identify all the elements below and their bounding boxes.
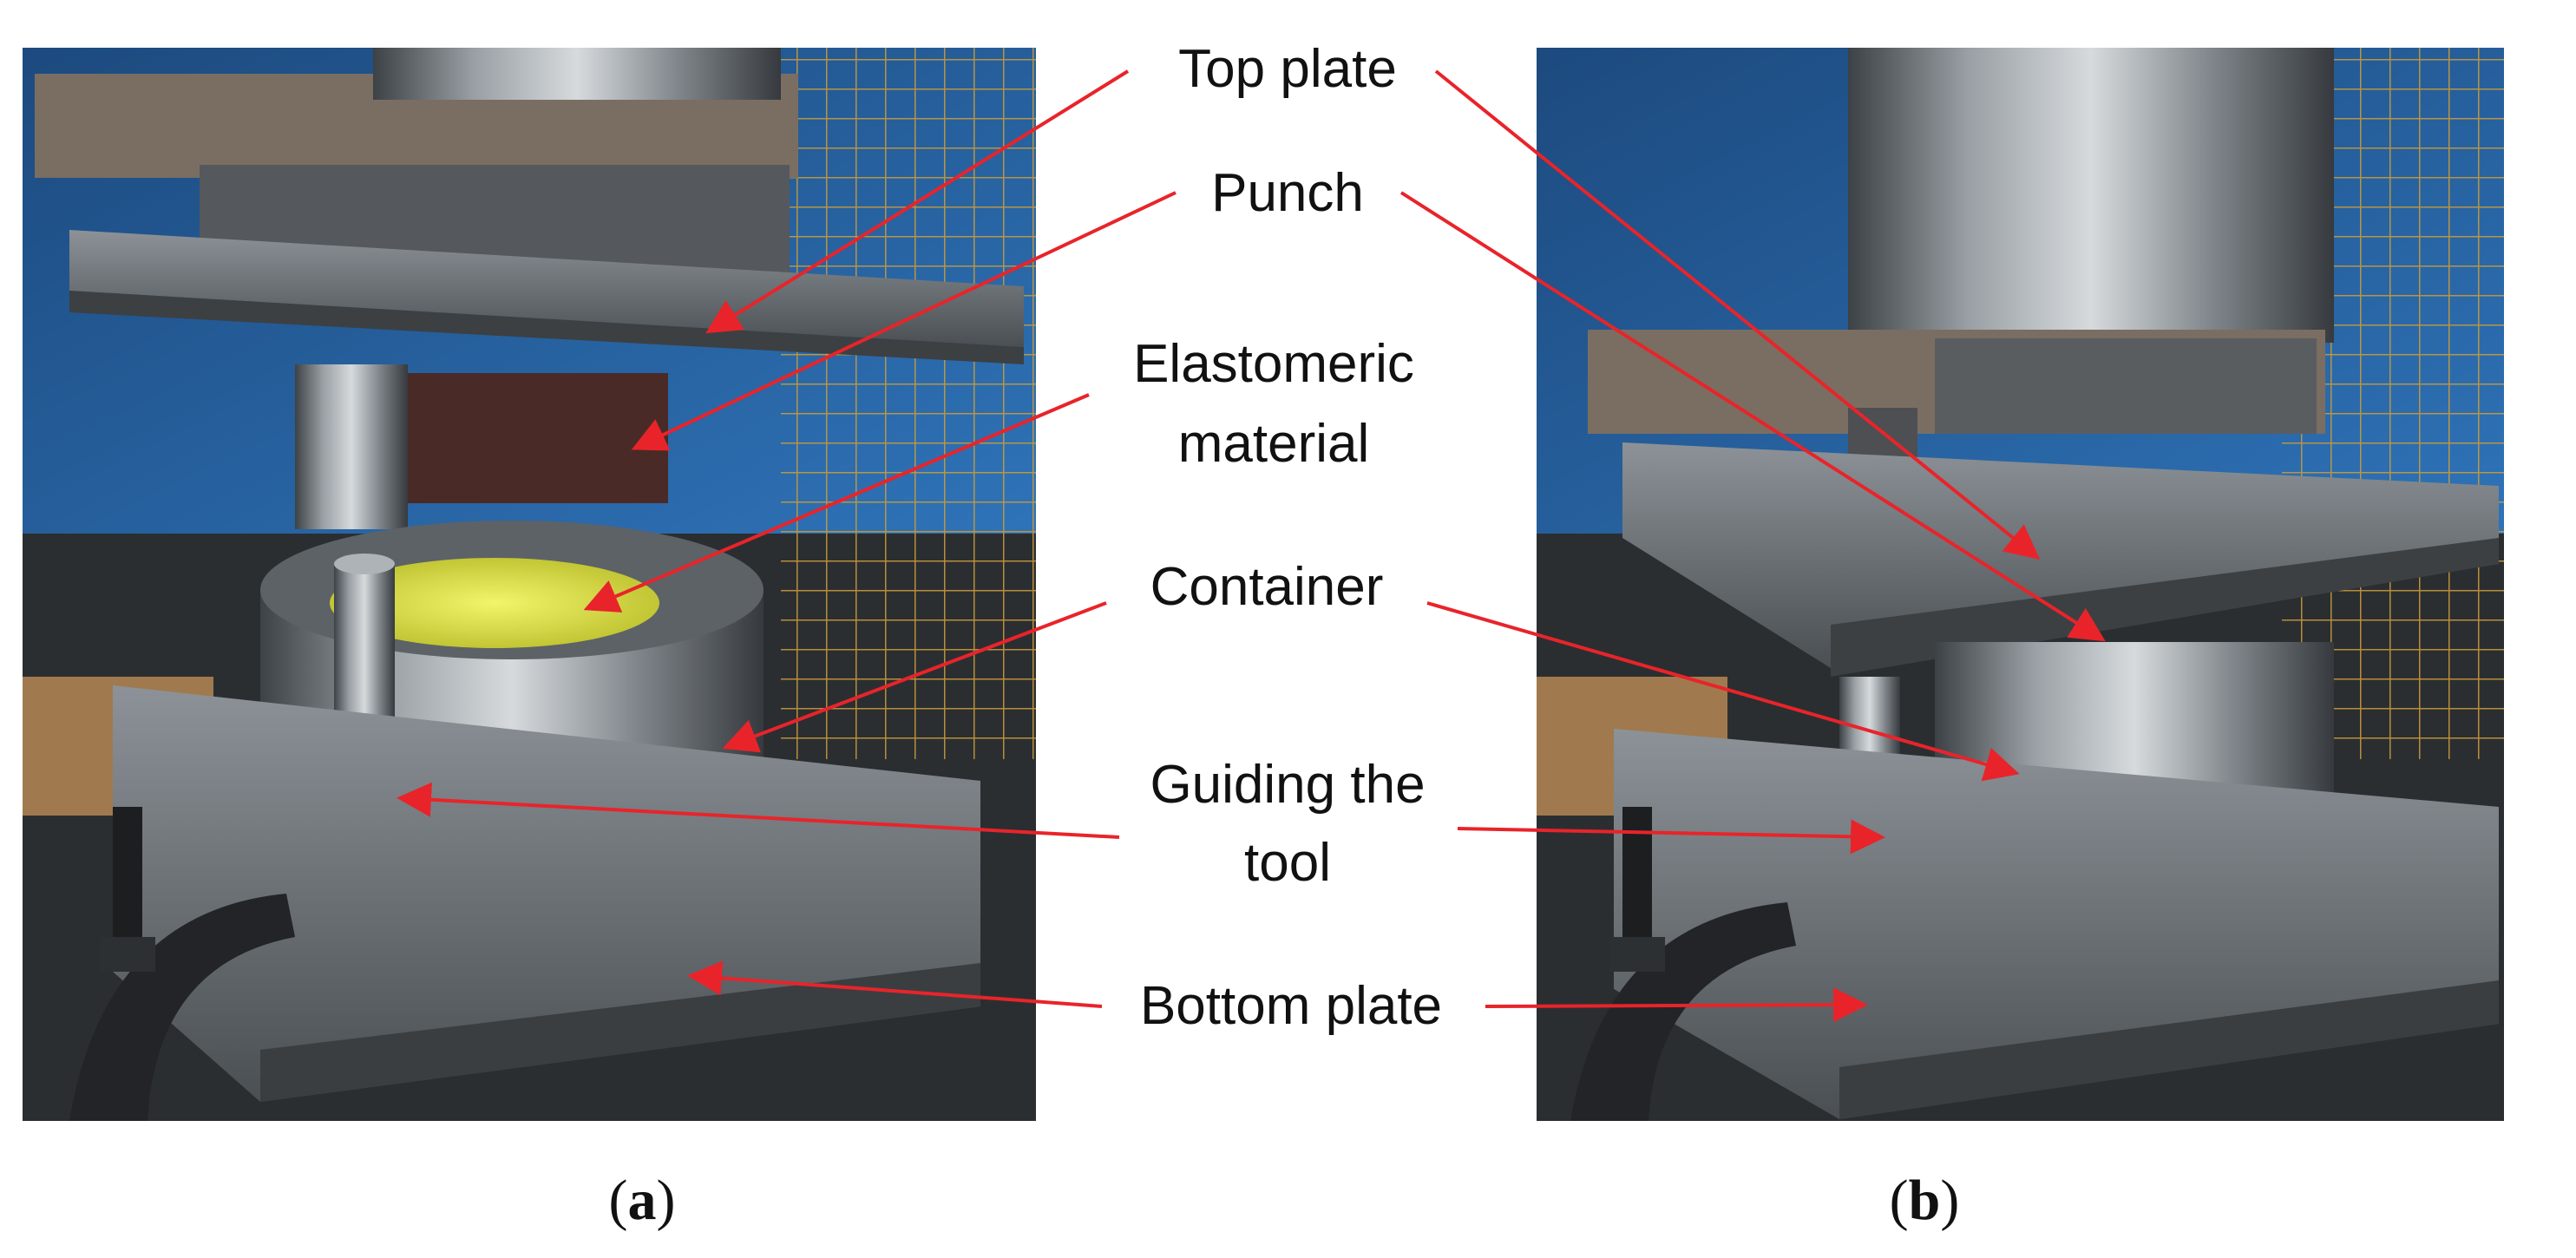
label-bottom-plate: Bottom plate (1140, 976, 1442, 1036)
caption-a-close: ) (657, 1169, 676, 1232)
label-top-plate: Top plate (1178, 39, 1397, 99)
photo-a (23, 48, 1036, 1121)
arrow-punch-a (631, 191, 1177, 451)
label-guiding-line2: tool (1244, 833, 1331, 893)
caption-a: (a) (609, 1169, 676, 1232)
arrow-top-plate-b (1434, 69, 2041, 560)
arrows-right (1399, 69, 2106, 1023)
arrow-container-b (1426, 601, 2020, 782)
caption-b-close: ) (1940, 1169, 1959, 1232)
arrow-top-plate-a (705, 69, 1130, 334)
label-elastomeric-line2: material (1178, 414, 1370, 474)
caption-a-letter: a (628, 1169, 657, 1232)
arrow-guiding-b (1457, 819, 1885, 855)
caption-b: (b) (1890, 1169, 1960, 1232)
arrows-left (397, 69, 1177, 1008)
arrow-punch-b (1399, 191, 2106, 642)
photo-b (1537, 48, 2504, 1121)
arrow-container-a (722, 601, 1107, 753)
arrow-elastomeric-a (583, 393, 1090, 613)
caption-b-letter: b (1909, 1169, 1941, 1232)
label-punch: Punch (1211, 163, 1364, 223)
arrow-bottom-plate-b (1485, 987, 1868, 1023)
arrow-bottom-plate-a (687, 960, 1103, 1008)
label-container: Container (1150, 557, 1384, 617)
caption-a-open: ( (609, 1169, 628, 1232)
label-guiding-line1: Guiding the (1150, 755, 1425, 815)
captions: (a) (b) (609, 1169, 1960, 1232)
label-elastomeric-line1: Elastomeric (1133, 334, 1414, 394)
labels: Top plate Punch Elastomeric material Con… (1133, 39, 1442, 1036)
caption-b-open: ( (1890, 1169, 1909, 1232)
arrow-guiding-a (397, 782, 1120, 839)
